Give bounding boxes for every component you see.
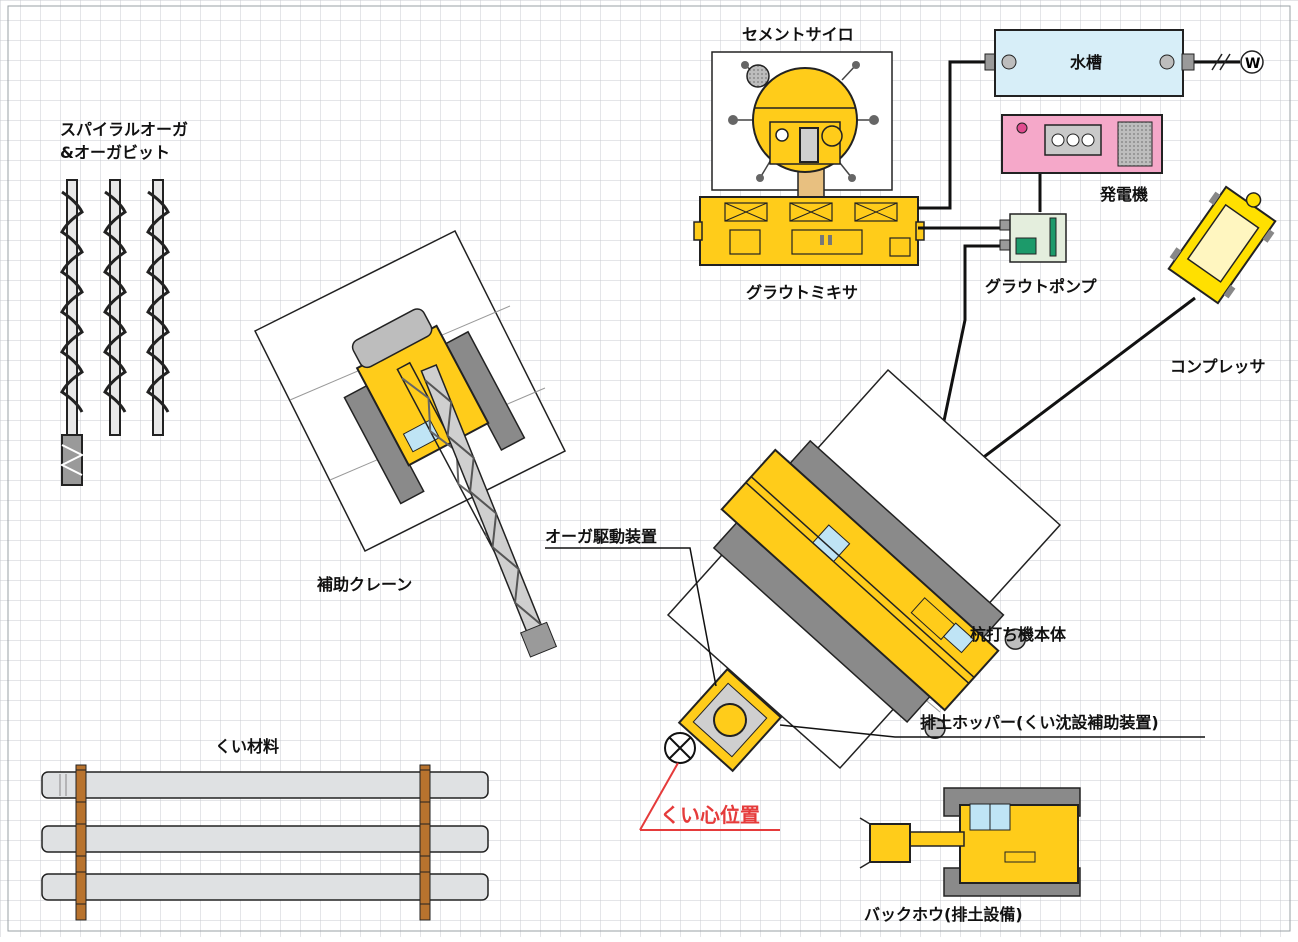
auger-drive-label: オーガ駆動装置 [545,527,657,546]
aux-crane-label: 補助クレーン [316,575,412,594]
auger-1 [59,179,85,486]
water-tank-label: 水槽 [1070,53,1102,72]
auger-2 [103,179,127,436]
spiral-augers [59,179,170,486]
compressor [1167,185,1277,305]
auger-drive-leader [545,547,717,687]
grout-pump [999,213,1067,263]
grout-mixer [693,196,925,266]
hopper-leader [779,724,1205,738]
pile-material [41,764,489,921]
grout-mixer-label: グラウトミキサ [746,283,858,302]
pile-center-label: くい心位置 [660,803,760,827]
frame [7,5,1291,932]
compressor-label: コンプレッサ [1170,357,1266,376]
cement-silo-label: セメントサイロ [742,25,854,44]
auger-drive-hopper [677,667,783,773]
backhoe [859,787,1081,897]
auger-3 [146,179,170,436]
backhoe-label: バックホウ(排土設備) [864,905,1023,924]
hopper-label: 排土ホッパー(くい沈設補助装置) [920,713,1159,732]
water-symbol: W [1245,56,1260,72]
water-tank [984,29,1264,97]
pile-material-label: くい材料 [215,737,279,756]
generator-label: 発電機 [1099,185,1148,204]
pile-driver-label: 杭打ち機本体 [970,625,1067,644]
grout-pump-label: グラウトポンプ [985,277,1098,296]
generator [1001,114,1163,174]
auger-bit-label: &オーガビット [60,143,170,162]
aux-crane [253,229,567,658]
spiral-auger-label: スパイラルオーガ [60,120,188,139]
pile-center-marker [639,732,780,831]
pile-driver [666,368,1062,773]
